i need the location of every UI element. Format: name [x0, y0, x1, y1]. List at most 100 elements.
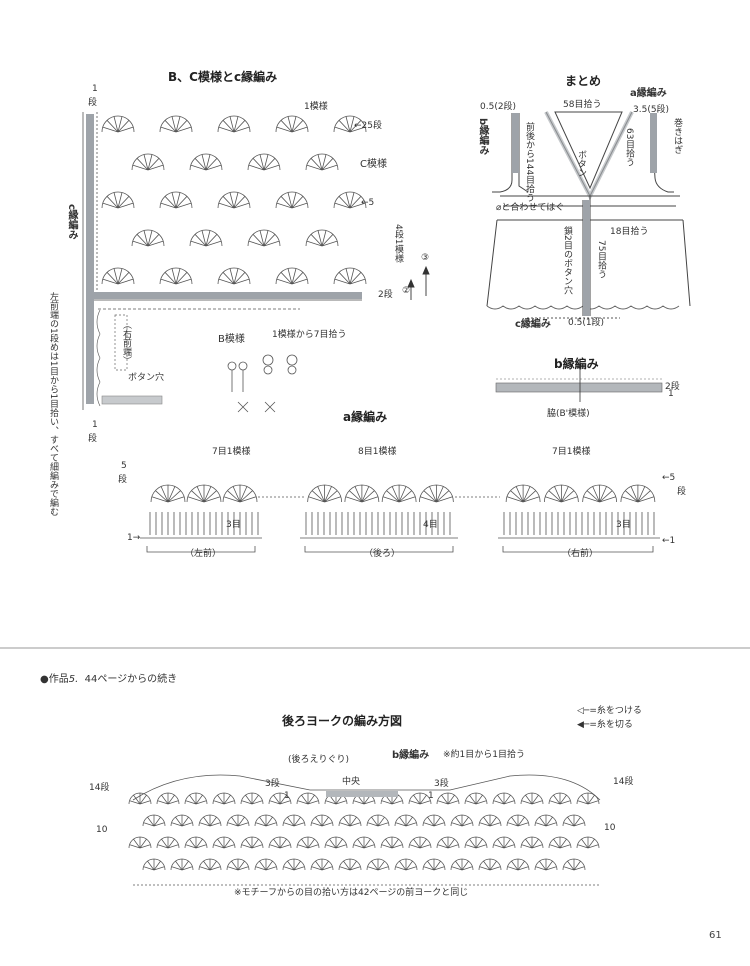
stitch-fan — [352, 836, 376, 849]
stitch-fan — [436, 792, 460, 805]
stitch-fan — [534, 858, 558, 871]
row1-right: 1 — [428, 791, 434, 801]
stitch-fan — [101, 115, 135, 133]
stitch-fan — [212, 836, 236, 849]
back-yoke-title: 後ろヨークの編み方図 — [282, 714, 403, 728]
stitch-fan — [159, 115, 193, 133]
stitch-fan — [338, 814, 362, 827]
left-front-note: 左前端の1段めは1目から1目拾い、すべて細編みで編む — [48, 292, 58, 517]
row3-left: 3段 — [265, 779, 280, 789]
stitch-fan — [394, 858, 418, 871]
back-yoke-fan-pattern — [128, 792, 600, 871]
row-label: 1 — [92, 420, 98, 430]
stitch-symbol-legend — [227, 354, 298, 413]
stitch-fan — [408, 792, 432, 805]
section-title-b-c-pattern: B、C模様とc縁編み — [168, 70, 278, 84]
stitch-fan — [478, 858, 502, 871]
stitch-fan — [217, 115, 251, 133]
stitch-fan — [366, 858, 390, 871]
count-3: 3目 — [616, 520, 631, 530]
width-left: 0.5(2段) — [480, 102, 517, 112]
stitch-fan — [344, 484, 380, 503]
stitch-fan — [333, 115, 367, 133]
a-edge-label: a縁編み — [630, 88, 667, 99]
stitch-fan — [184, 792, 208, 805]
stitch-fan — [240, 792, 264, 805]
stitch-fan — [186, 484, 222, 503]
stitch-fan — [506, 858, 530, 871]
a-edge-baselines — [140, 496, 660, 553]
width-right: 3.5(5段) — [633, 105, 670, 115]
stitch-fan — [198, 814, 222, 827]
a-edge-fan-panels — [149, 484, 656, 535]
back-label: （後ろ） — [364, 549, 401, 559]
b-edge-band — [495, 369, 663, 402]
stitch-fan — [422, 858, 446, 871]
row1-left: 1 — [284, 791, 290, 801]
stitch-fan — [189, 153, 223, 171]
row-label-25: ←25段 — [354, 121, 382, 131]
stitch-fan — [450, 858, 474, 871]
stitch-fan — [464, 792, 488, 805]
pickup-note: 1模様から7目拾う — [272, 330, 347, 340]
center-label: 中央 — [342, 777, 361, 787]
stitch-fan — [562, 858, 586, 871]
row-label-1-right: ←1 — [662, 536, 676, 546]
stitch-fan — [534, 814, 558, 827]
stitch-fan — [310, 858, 334, 871]
c-edge-label-assembly: c縁編み — [515, 319, 551, 330]
pick-75: 75目拾う — [596, 240, 606, 279]
stitch-fan — [226, 814, 250, 827]
stitch-fan — [548, 792, 572, 805]
group-label: 7目1模様 — [552, 447, 591, 457]
stitch-fan — [548, 836, 572, 849]
stitch-fan — [282, 858, 306, 871]
stitch-fan — [212, 792, 236, 805]
stitch-fan — [543, 484, 579, 503]
stitch-fan — [305, 229, 339, 247]
stitch-fan — [101, 191, 135, 209]
row10-right: 10 — [604, 823, 616, 833]
b-edge-row2: 2段 — [665, 382, 680, 392]
stitch-fan — [296, 836, 320, 849]
row-label: 1 — [92, 84, 98, 94]
stitch-fan — [562, 814, 586, 827]
stitch-fan — [247, 153, 281, 171]
pick-63: 63目拾う — [624, 128, 634, 167]
footnote: ※モチーフからの目の拾い方は42ページの前ヨークと同じ — [234, 888, 469, 898]
legend-attach: ◁─=糸をつける — [577, 706, 642, 716]
stitch-fan — [620, 484, 656, 503]
stitch-fan — [282, 814, 306, 827]
c-edge-label: c縁編み — [66, 204, 77, 240]
back-neckline-label: (後ろえりぐり) — [288, 755, 350, 765]
stitch-fan — [268, 792, 292, 805]
row-direction-arrows — [407, 265, 430, 300]
stitch-fan — [254, 858, 278, 871]
stitch-fan — [222, 484, 258, 503]
count-4: 4目 — [423, 520, 438, 530]
a-edge-title: a縁編み — [343, 410, 388, 424]
stitch-fan — [240, 836, 264, 849]
legend-cut: ◀─=糸を切る — [577, 720, 633, 730]
b-pattern-label: B模様 — [218, 334, 245, 345]
right-front-label: （右前） — [562, 549, 599, 559]
stitch-fan — [418, 484, 454, 503]
row10-left: 10 — [96, 825, 108, 835]
stitch-fan — [436, 836, 460, 849]
pickup-note-yoke: ※約1目から1目拾う — [443, 750, 525, 760]
stitch-fan — [492, 836, 516, 849]
stitch-fan — [394, 814, 418, 827]
row-label-5-left: 5 — [121, 461, 127, 471]
row-label-5: ←5 — [361, 198, 375, 208]
stitch-fan — [366, 814, 390, 827]
chain-button-hole: 鎖2目のボタン穴 — [562, 226, 572, 295]
stitch-fan — [381, 484, 417, 503]
direction-3-label: ③ — [421, 253, 430, 263]
stitch-fan — [310, 814, 334, 827]
stitch-fan — [505, 484, 541, 503]
direction-2-label: ② — [402, 286, 411, 296]
stitch-fan — [307, 484, 343, 503]
stitch-fan — [576, 792, 600, 805]
continuation-note: ●作品5. 44ページからの続き — [40, 674, 178, 685]
stitch-fan — [254, 814, 278, 827]
